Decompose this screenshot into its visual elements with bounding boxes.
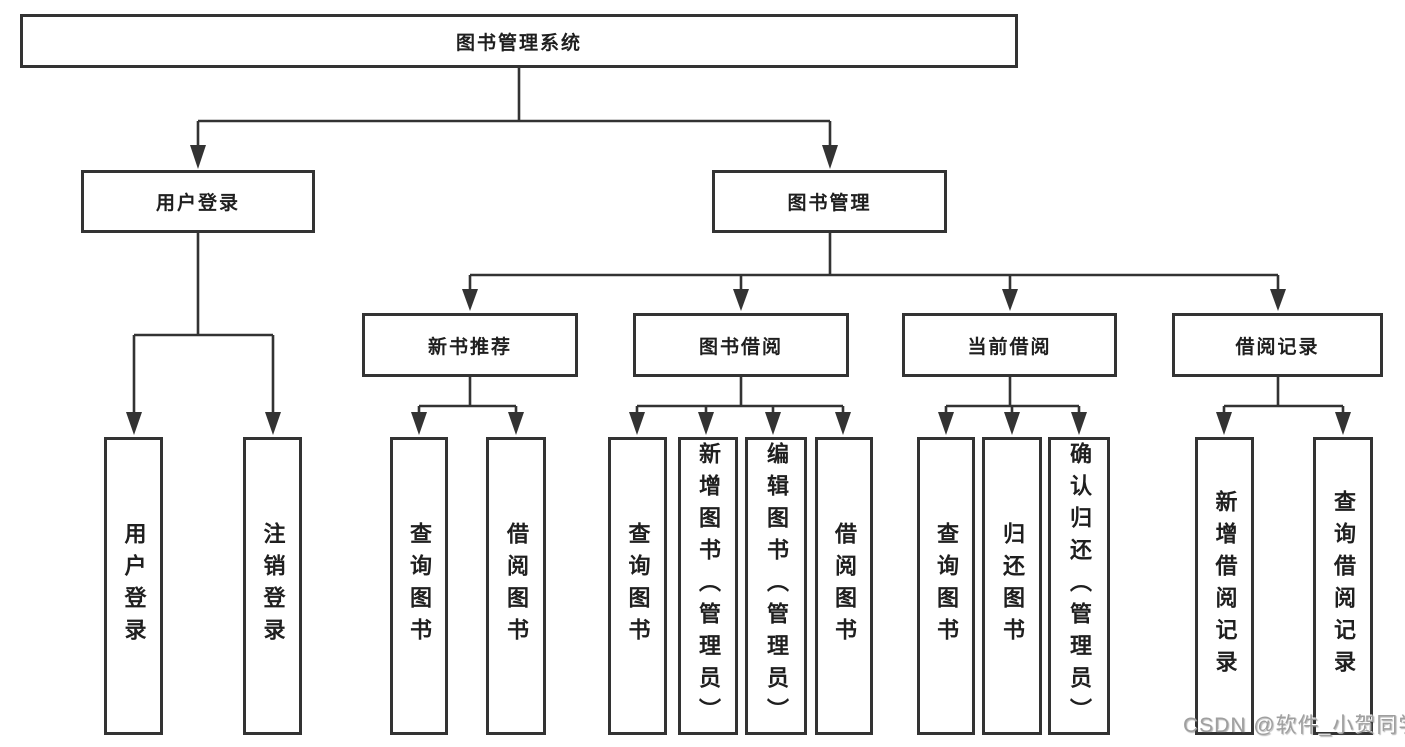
node-book-borrow: 图书借阅 — [633, 313, 849, 377]
leaf-add-borrow-record: 新增借阅记录 — [1195, 437, 1254, 735]
leaf-borrow-books-recommend: 借阅图书 — [486, 437, 546, 735]
leaf-confirm-return-admin: 确认归还（管理员） — [1048, 437, 1110, 735]
node-user-login-label: 用户登录 — [155, 193, 240, 214]
leaf-logout: 注销登录 — [243, 437, 302, 735]
node-borrow-records: 借阅记录 — [1172, 313, 1383, 377]
node-current-borrow-label: 当前借阅 — [967, 336, 1052, 358]
node-book-borrow-label: 图书借阅 — [698, 336, 783, 358]
node-root: 图书管理系统 — [20, 14, 1018, 68]
leaf-return-books: 归还图书 — [982, 437, 1042, 735]
leaf-query-books-current: 查询图书 — [917, 437, 975, 735]
leaf-edit-books-admin: 编辑图书（管理员） — [745, 437, 807, 735]
node-borrow-records-label: 借阅记录 — [1235, 336, 1320, 358]
arrowheads — [126, 145, 1351, 435]
leaf-borrow-books: 借阅图书 — [815, 437, 873, 735]
node-book-management: 图书管理 — [712, 170, 947, 233]
node-root-label: 图书管理系统 — [455, 32, 582, 54]
leaf-query-borrow-record: 查询借阅记录 — [1313, 437, 1373, 735]
leaf-query-books-borrow: 查询图书 — [608, 437, 667, 735]
leaf-user-login: 用户登录 — [104, 437, 163, 735]
leaf-query-books-recommend: 查询图书 — [390, 437, 448, 735]
leaf-add-books-admin: 新增图书（管理员） — [678, 437, 738, 735]
node-new-book-recommend-label: 新书推荐 — [427, 336, 512, 358]
node-current-borrow: 当前借阅 — [902, 313, 1117, 377]
node-new-book-recommend: 新书推荐 — [362, 313, 578, 377]
csdn-watermark: CSDN @软件_小贺同学 — [1183, 714, 1405, 737]
node-user-login: 用户登录 — [81, 170, 315, 233]
node-book-management-label: 图书管理 — [787, 193, 872, 214]
